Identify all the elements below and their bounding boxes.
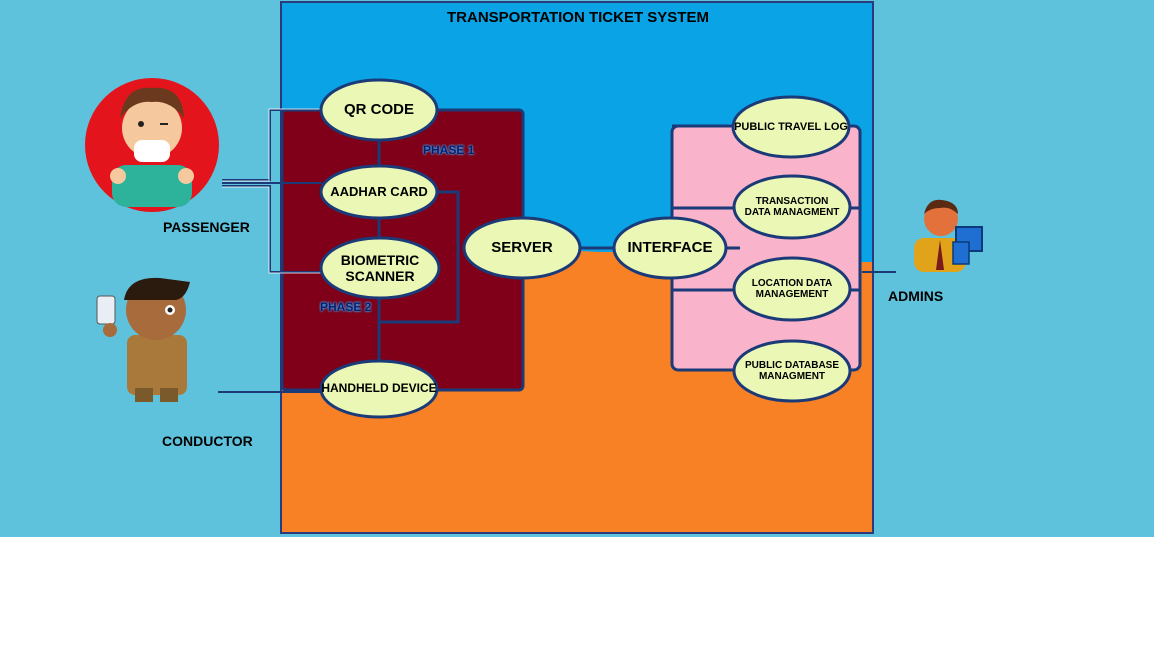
public-database-oval <box>732 339 852 403</box>
biometric-oval <box>319 236 441 300</box>
diagram-title: TRANSPORTATION TICKET SYSTEM <box>447 9 709 26</box>
transaction-data-oval <box>732 174 852 240</box>
transaction-data-text: TRANSACTION DATA MANAGMENT <box>744 195 840 219</box>
biometric-scanner-text: BIOMETRIC SCANNER <box>340 251 420 284</box>
qr-code-text: QR CODE <box>343 101 414 119</box>
admin-avatar <box>914 199 983 272</box>
public-travel-log-oval <box>731 95 851 159</box>
passenger-avatar <box>85 78 219 212</box>
interface-oval <box>612 216 728 280</box>
interface-text: INTERFACE <box>627 239 713 257</box>
aadhar-card-text: AADHAR CARD <box>330 183 428 199</box>
handheld-device-oval <box>319 359 439 419</box>
qr-code-oval <box>319 78 439 142</box>
phase1-label: PHASE 1 <box>423 143 475 157</box>
handheld-device-text: HANDHELD DEVICE <box>321 381 437 396</box>
conductor-avatar <box>96 277 190 402</box>
aadhar-card-oval <box>319 164 439 220</box>
server-text: SERVER <box>491 239 553 257</box>
server-oval <box>462 216 582 280</box>
public-database-text: PUBLIC DATABASE MANAGMENT <box>744 359 840 383</box>
admins-label: ADMINS <box>888 288 944 304</box>
phase2-label: PHASE 2 <box>320 300 372 314</box>
public-travel-log-text: PUBLIC TRAVEL LOG <box>734 120 848 133</box>
passenger-label: PASSENGER <box>163 219 250 235</box>
conductor-label: CONDUCTOR <box>162 433 253 449</box>
location-data-oval <box>732 256 852 322</box>
location-data-text: LOCATION DATA MANAGEMENT <box>751 277 833 301</box>
